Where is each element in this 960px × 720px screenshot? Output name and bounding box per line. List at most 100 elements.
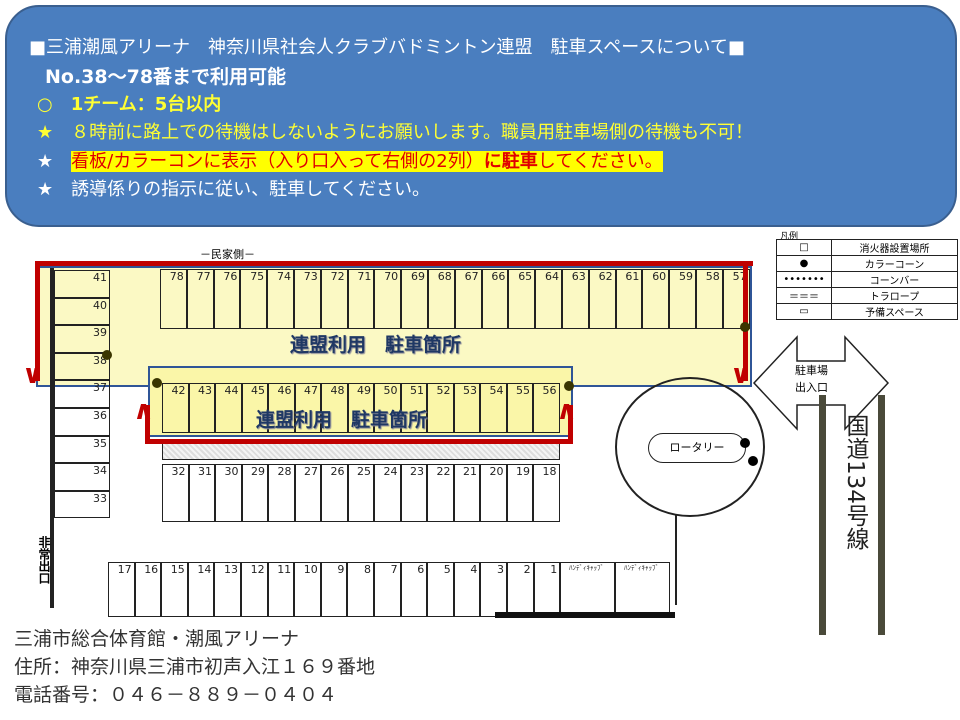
- parking-slot-70: 70: [374, 269, 402, 329]
- entrance-label-line2: 出入口: [795, 381, 828, 394]
- wall-bottom: [495, 612, 675, 618]
- parking-slot-42: 42: [162, 383, 189, 433]
- legend-label: 予備スペース: [831, 303, 958, 320]
- legend-symbol-icon: ●: [776, 255, 832, 272]
- rule-no-waiting: ★ ８時前に路上での待機はしないようにお願いします。職員用駐車場側の待機も不可！: [37, 122, 753, 143]
- legend-symbol-icon: •••••••: [776, 271, 832, 288]
- parking-slot-1: 1: [533, 562, 561, 617]
- legend-symbol-icon: ▭: [776, 303, 832, 320]
- parking-slot-37: 37: [54, 380, 110, 408]
- parking-slot-14: 14: [187, 562, 215, 617]
- parking-slot-67: 67: [454, 269, 482, 329]
- parking-slot-28: 28: [268, 464, 295, 522]
- notice-title: ■三浦潮風アリーナ 神奈川県社会人クラブバドミントン連盟 駐車スペースについて■: [29, 37, 745, 58]
- parking-slot-59: 59: [669, 269, 696, 329]
- notice-banner: ■三浦潮風アリーナ 神奈川県社会人クラブバドミントン連盟 駐車スペースについて■…: [5, 5, 957, 227]
- parking-slot-34: 34: [54, 463, 110, 491]
- wall-left: [50, 268, 54, 608]
- parking-slot-72: 72: [320, 269, 348, 329]
- parking-slot-44: 44: [215, 383, 242, 433]
- neighbor-side-label: －民家側－: [200, 248, 255, 261]
- parking-slot-78: 78: [160, 269, 187, 329]
- parking-slot-50: 50: [374, 383, 401, 433]
- parking-slot-17: 17: [108, 562, 135, 617]
- parking-slot-8: 8: [347, 562, 374, 617]
- parking-slot-77: 77: [186, 269, 214, 329]
- parking-slot-23: 23: [400, 464, 427, 522]
- parking-slot-73: 73: [294, 269, 321, 329]
- parking-slot-33: 33: [54, 490, 110, 519]
- rotary-outer: [615, 377, 765, 517]
- parking-slot-54: 54: [480, 383, 507, 433]
- parking-slot-25: 25: [347, 464, 374, 522]
- parking-slot-62: 62: [588, 269, 616, 329]
- parking-slot-60: 60: [642, 269, 670, 329]
- parking-slot-35: 35: [54, 435, 110, 464]
- route-right: [743, 261, 748, 381]
- road-label: 国道134号線: [842, 414, 868, 550]
- parking-slot-2: 2: [507, 562, 534, 617]
- legend-title: 凡例: [780, 232, 799, 242]
- parking-slot-56: 56: [533, 383, 560, 433]
- parking-slot-61: 61: [615, 269, 643, 329]
- route-top: [35, 261, 753, 266]
- parking-slot-24: 24: [374, 464, 401, 522]
- road-edge-left: [819, 395, 826, 635]
- available-range: No.38～78番まで利用可能: [45, 66, 287, 88]
- arrow-up-icon: ∧: [556, 396, 578, 426]
- rule-parking-text: 看板/カラーコンに表示（入り口入って右側の2列）: [71, 151, 484, 172]
- route-bottom-right: [568, 405, 573, 443]
- parking-slot-26: 26: [321, 464, 348, 522]
- parking-slot-64: 64: [535, 269, 562, 329]
- parking-slot-51: 51: [400, 383, 427, 433]
- parking-slot-69: 69: [401, 269, 428, 329]
- color-cone-icon: [748, 456, 758, 466]
- legend-row: □消火器設置場所: [776, 239, 958, 256]
- entrance-double-arrow-icon: [752, 335, 890, 431]
- rule-parking-emph: に駐車: [483, 151, 538, 172]
- parking-slot-49: 49: [347, 383, 374, 433]
- parking-slot-41: 41: [54, 270, 110, 298]
- parking-slot-40: 40: [54, 297, 110, 326]
- parking-slot-31: 31: [188, 464, 215, 522]
- legend-label: コーンバー: [831, 271, 958, 288]
- parking-slot-7: 7: [374, 562, 401, 617]
- parking-slot-58: 58: [696, 269, 723, 329]
- parking-slot-21: 21: [453, 464, 480, 522]
- legend-row: ●カラーコーン: [776, 255, 958, 272]
- parking-slot-32: 32: [162, 464, 189, 522]
- legend-row: ▭予備スペース: [776, 303, 958, 320]
- color-cone-icon: [740, 322, 750, 332]
- rule-follow-staff: ★ 誘導係りの指示に従い、駐車してください。: [37, 179, 431, 200]
- parking-slot-9: 9: [320, 562, 348, 617]
- curb: [675, 515, 677, 605]
- legend-label: 消火器設置場所: [831, 239, 958, 256]
- zone-outline-middle: [148, 366, 573, 437]
- legend-symbol-icon: ＝＝＝: [776, 287, 832, 304]
- parking-slot-10: 10: [294, 562, 321, 617]
- zone-label-top: 連盟利用 駐車箇所: [290, 334, 462, 356]
- parking-slot-12: 12: [241, 562, 268, 617]
- parking-slot-11: 11: [267, 562, 295, 617]
- parking-slot-3: 3: [480, 562, 507, 617]
- road-edge-right: [878, 395, 885, 635]
- parking-slot-55: 55: [506, 383, 533, 433]
- parking-slot-75: 75: [240, 269, 268, 329]
- route-left: [35, 261, 40, 381]
- route-bottom-left: [145, 405, 150, 443]
- entrance-label: 駐車場 出入口: [795, 362, 828, 396]
- parking-slot-15: 15: [161, 562, 188, 617]
- parking-slot-22: 22: [427, 464, 454, 522]
- planting-strip: [162, 443, 560, 460]
- legend-label: カラーコーン: [831, 255, 958, 272]
- color-cone-icon: [102, 350, 112, 360]
- legend-symbol-icon: □: [776, 239, 832, 256]
- parking-slot-74: 74: [267, 269, 294, 329]
- parking-slot-handicap: ﾊﾝﾃﾞｨｷｬｯﾌﾞ: [560, 562, 615, 617]
- parking-slot-19: 19: [506, 464, 533, 522]
- rotary-label: ロータリー: [648, 433, 746, 463]
- arrow-down-icon: ∨: [22, 360, 44, 390]
- parking-slot-76: 76: [213, 269, 241, 329]
- parking-slot-47: 47: [294, 383, 321, 433]
- parking-slot-48: 48: [321, 383, 348, 433]
